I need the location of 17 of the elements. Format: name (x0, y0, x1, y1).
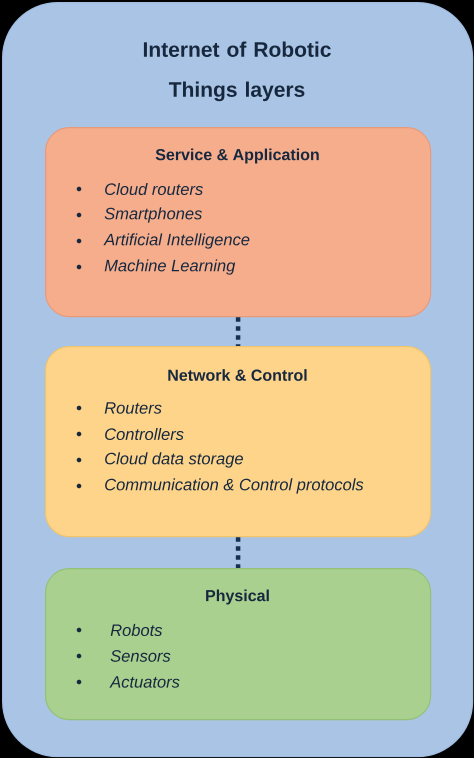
layer-heading: Network & Control (168, 369, 307, 381)
bullet-item: Sensors (110, 650, 170, 662)
title: Internet of Robotic Things layers (144, 42, 331, 102)
bullet-item: Smartphones (104, 207, 202, 223)
bullet-item: Communication & Control protocols (105, 478, 364, 494)
bullet-item: Robots (110, 624, 162, 636)
bullet-item: Controllers (105, 428, 184, 440)
bullet-item: Cloud routers (105, 182, 203, 196)
bullet-item: Machine Learning (104, 259, 236, 275)
layer-heading: Physical (206, 590, 269, 604)
dotted-connector (236, 537, 240, 568)
layer-heading: Service & Application (156, 148, 319, 164)
bullet-item: Artificial Intelligence (103, 233, 250, 249)
bullet-item: Routers (104, 402, 162, 414)
dotted-connector (236, 317, 240, 346)
bullet-item: Cloud data storage (105, 452, 243, 468)
bullet-item: Actuators (109, 676, 180, 688)
